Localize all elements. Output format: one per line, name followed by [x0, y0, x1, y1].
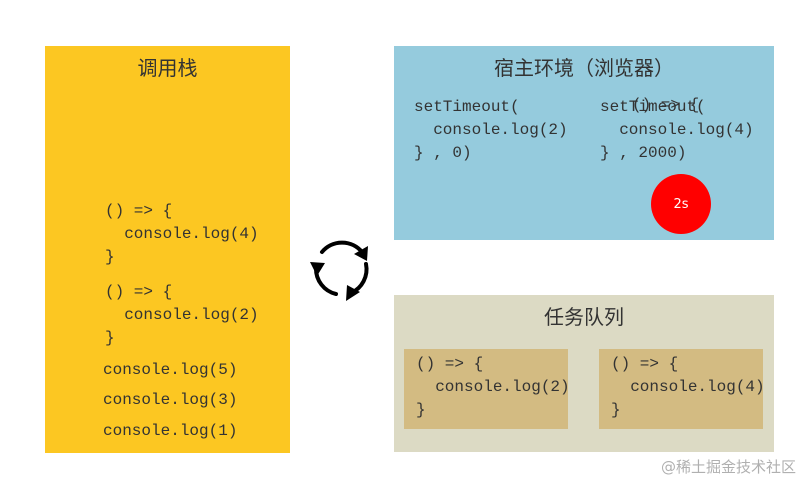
stack-frame-log-1: console.log(1) [103, 422, 238, 440]
watermark: @稀土掘金技术社区 [660, 458, 796, 476]
call-stack-panel: 调用栈 () => { console.log(4) } () => { con… [45, 46, 290, 453]
task-queue-title: 任务队列 [544, 305, 624, 329]
task-queue-panel: 任务队列 () => { console.log(2) } () => { co… [394, 295, 774, 452]
stack-frame-log-5: console.log(5) [103, 361, 238, 379]
task-card: () => { console.log(4) } [599, 349, 765, 429]
timer-settimeout-0: setTimeout( console.log(2) } , 0) [414, 98, 568, 162]
task-code: () => { console.log(4) } [611, 355, 765, 419]
stack-frame-log-3: console.log(3) [103, 391, 238, 409]
call-stack-title: 调用栈 [137, 56, 198, 80]
timer-overlap-text: () => { [632, 96, 700, 114]
host-environment-title: 宿主环境（浏览器） [494, 56, 674, 80]
cycle-arrows-icon [310, 240, 369, 301]
task-code: () => { console.log(2) } [416, 355, 570, 419]
task-card: () => { console.log(2) } [404, 349, 570, 429]
timer-settimeout-2000: setTimeout( console.log(4) } , 2000) [600, 98, 754, 162]
host-environment-panel: 宿主环境（浏览器） setTimeout( console.log(2) } ,… [394, 46, 774, 240]
timer-badge: 2s [651, 174, 711, 234]
stack-frame-callback-2: () => { console.log(2) } [105, 283, 259, 347]
stack-frame-callback-4: () => { console.log(4) } [105, 202, 259, 266]
